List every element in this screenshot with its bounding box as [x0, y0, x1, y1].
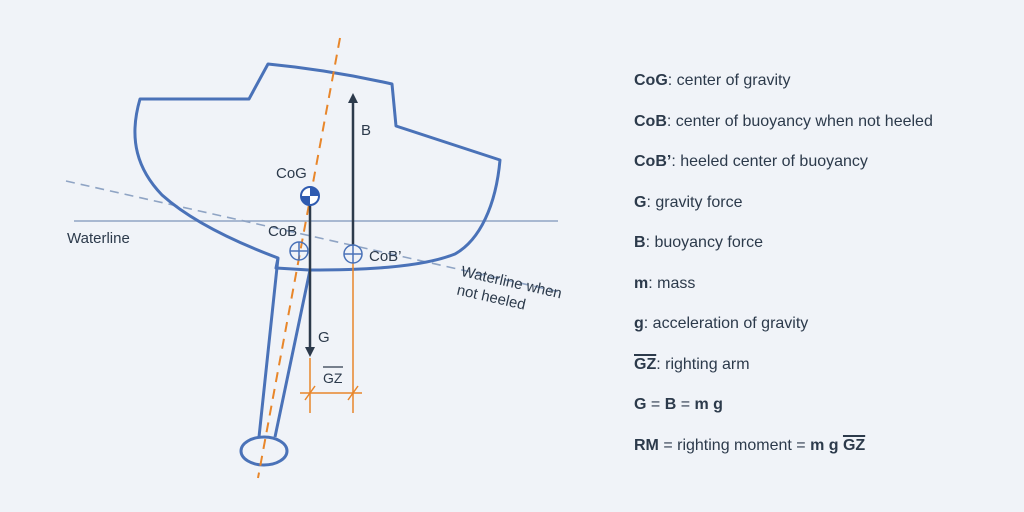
legend-desc: : mass [648, 274, 696, 292]
legend-term: G [634, 193, 647, 211]
waterline-label: Waterline [67, 230, 130, 247]
hull-outline [133, 62, 502, 272]
legend-desc: : acceleration of gravity [643, 315, 809, 332]
gravity-force-label: G [318, 329, 330, 346]
legend-term: CoB [634, 112, 667, 130]
gz-tick-right [347, 385, 359, 401]
legend-item-m: m: mass [634, 273, 1014, 314]
legend-term: g [634, 315, 644, 332]
legend-item-cob: CoB: center of buoyancy when not heeled [634, 111, 1014, 152]
keel-fin [257, 257, 312, 438]
cob-label: CoB [268, 223, 297, 240]
legend-desc: : gravity force [646, 193, 743, 211]
legend-desc: : buoyancy force [645, 234, 763, 251]
buoyancy-force-label: B [361, 122, 371, 139]
cob-marker [289, 241, 309, 261]
equation-righting-moment: RM = righting moment = m g GZ [634, 436, 866, 454]
legend-term: m [634, 274, 649, 292]
cob-prime-marker [343, 244, 363, 264]
legend-item-cob-prime: CoB’: heeled center of buoyancy [634, 151, 1014, 192]
legend-item-b: B: buoyancy force [634, 232, 1014, 273]
legend-item-g-accel: g: acceleration of gravity [634, 313, 1014, 354]
legend-item-cog: CoG: center of gravity [634, 70, 1014, 111]
legend-item-gz: GZ: righting arm [634, 354, 1014, 395]
heeled-waterline [65, 180, 561, 293]
keel-bulb [239, 435, 289, 467]
gz-tick-left [304, 385, 316, 401]
legend-desc: : center of buoyancy when not heeled [666, 112, 933, 130]
legend-term: GZ [634, 355, 657, 373]
gz-label: GZ [323, 370, 343, 386]
legend-term: B [634, 234, 646, 251]
cob-prime-label: CoB’ [369, 248, 402, 265]
legend-item-g: G: gravity force [634, 192, 1014, 233]
legend-term: CoB’ [634, 153, 672, 170]
cog-marker [300, 186, 320, 206]
cog-label: CoG [276, 165, 307, 182]
legend-desc: : heeled center of buoyancy [671, 153, 868, 170]
legend-term: CoG [634, 72, 668, 89]
legend-desc: : center of gravity [667, 72, 791, 89]
legend-desc: : righting arm [656, 355, 750, 373]
legend: CoG: center of gravity CoB: center of bu… [634, 70, 1014, 475]
equation-forces: G = B = m g [634, 396, 723, 413]
